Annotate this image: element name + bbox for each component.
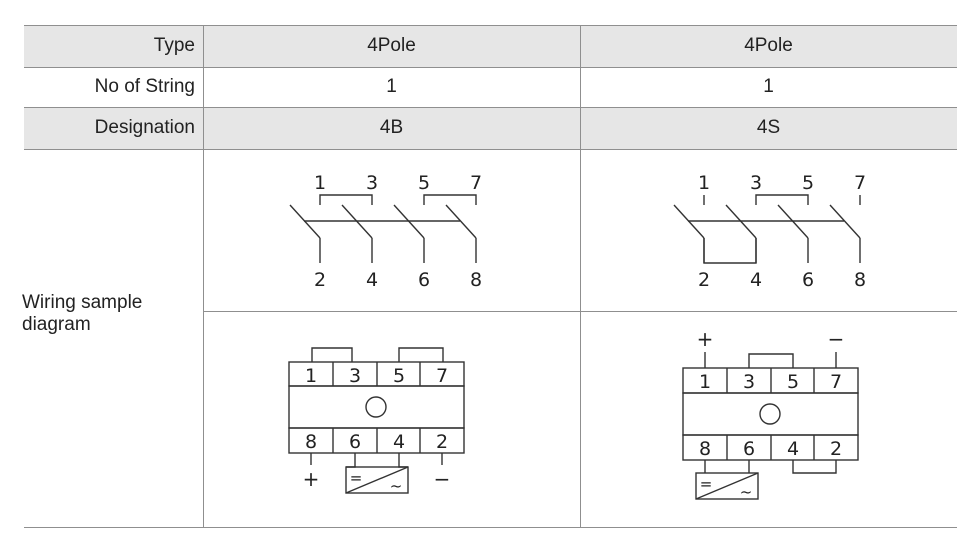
- switch-diagram-4s: 1 3 5 7 2 4 6 8: [673, 172, 866, 291]
- row-type-4b: 4Pole: [203, 25, 580, 67]
- terminal-number: 6: [418, 269, 430, 291]
- type-value-4s: 4Pole: [744, 35, 793, 56]
- block-diagram-4s: + − 1 3 5 7 8 6 4 2 = ~: [682, 328, 859, 501]
- terminal-number: 7: [470, 172, 482, 194]
- ac-symbol: ~: [740, 483, 753, 501]
- terminal-number: 2: [698, 269, 710, 291]
- dc-symbol: =: [700, 475, 713, 493]
- terminal-number: 5: [393, 365, 405, 387]
- table-rule: [24, 149, 957, 150]
- plus-sign: +: [697, 328, 714, 351]
- row-strings-4s: 1: [580, 67, 957, 107]
- table-rule: [24, 25, 957, 26]
- terminal-number: 8: [854, 269, 866, 291]
- terminal-number: 5: [418, 172, 430, 194]
- strings-label: No of String: [94, 76, 195, 97]
- table-rule: [24, 107, 957, 108]
- terminal-number: 7: [854, 172, 866, 194]
- switch-diagram-4b: 1 3 5 7 2 4 6 8: [289, 172, 482, 291]
- row-designation-4b: 4B: [203, 107, 580, 149]
- terminal-number: 1: [698, 172, 710, 194]
- designation-value-4b: 4B: [379, 117, 404, 138]
- type-label: Type: [153, 35, 195, 56]
- wiring-sample-label: Wiring sample diagram: [22, 292, 143, 335]
- terminal-number: 4: [366, 269, 378, 291]
- minus-sign: −: [434, 467, 451, 491]
- row-strings-label: No of String: [24, 67, 203, 107]
- designation-value-4s: 4S: [756, 117, 781, 138]
- terminal-number: 8: [699, 438, 711, 460]
- terminal-number: 4: [787, 438, 799, 460]
- terminal-number: 5: [787, 371, 799, 393]
- terminal-number: 3: [750, 172, 762, 194]
- terminal-number: 3: [349, 365, 361, 387]
- terminal-number: 7: [436, 365, 448, 387]
- terminal-number: 6: [743, 438, 755, 460]
- strings-value-4b: 1: [386, 76, 397, 97]
- block-diagram-4b: 1 3 5 7 8 6 4 2 = ~ + −: [288, 347, 465, 495]
- terminal-number: 5: [802, 172, 814, 194]
- terminal-number: 1: [314, 172, 326, 194]
- terminal-number: 3: [366, 172, 378, 194]
- table-divider: [203, 25, 204, 527]
- plus-sign: +: [303, 467, 320, 491]
- table-divider: [580, 25, 581, 527]
- row-designation-4s: 4S: [580, 107, 957, 149]
- type-value-4b: 4Pole: [367, 35, 416, 56]
- minus-sign: −: [828, 328, 845, 351]
- terminal-number: 2: [314, 269, 326, 291]
- terminal-number: 8: [470, 269, 482, 291]
- row-type-label: Type: [24, 25, 203, 67]
- terminal-number: 2: [830, 438, 842, 460]
- terminal-number: 1: [305, 365, 317, 387]
- terminal-number: 6: [349, 431, 361, 453]
- terminal-number: 1: [699, 371, 711, 393]
- dc-symbol: =: [350, 469, 363, 487]
- terminal-number: 8: [305, 431, 317, 453]
- terminal-number: 6: [802, 269, 814, 291]
- terminal-number: 7: [830, 371, 842, 393]
- strings-value-4s: 1: [763, 76, 774, 97]
- ac-symbol: ~: [390, 477, 403, 495]
- row-strings-4b: 1: [203, 67, 580, 107]
- designation-label: Designation: [94, 117, 195, 138]
- terminal-number: 4: [393, 431, 405, 453]
- row-type-4s: 4Pole: [580, 25, 957, 67]
- terminal-number: 3: [743, 371, 755, 393]
- terminal-number: 2: [436, 431, 448, 453]
- terminal-number: 4: [750, 269, 762, 291]
- row-designation-label: Designation: [24, 107, 203, 149]
- table-rule: [24, 67, 957, 68]
- table-rule: [24, 527, 957, 528]
